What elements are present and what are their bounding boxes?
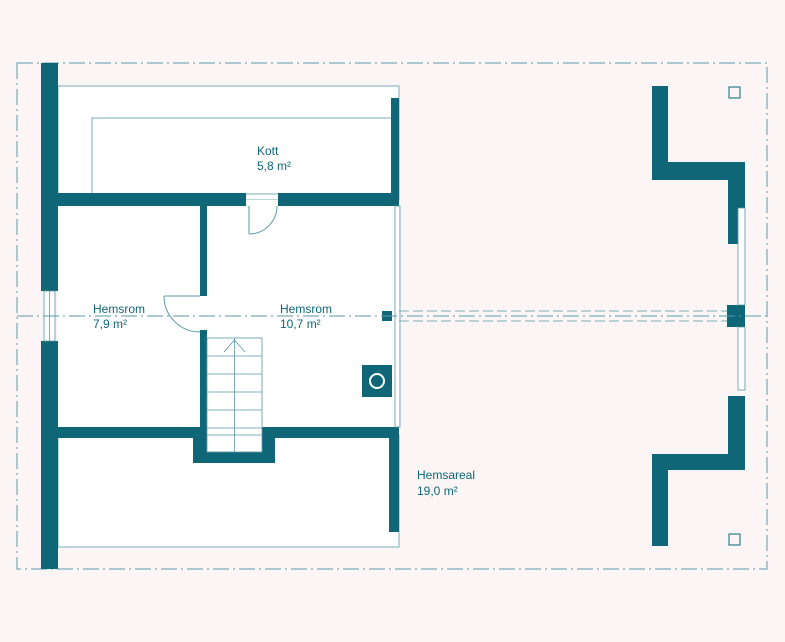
wall-bottom-right [262,427,399,438]
staircase [206,337,263,453]
wall-gable-lower [652,396,745,546]
wall-partition-upper [200,206,207,296]
door-kott-swing [248,205,278,235]
chimney-flue-icon [369,373,385,389]
wall-left-upper [41,63,58,291]
walls [41,63,745,569]
stair-direction-arrow [223,339,246,353]
wall-partition-lower [200,330,207,435]
wall-gable-center [727,305,745,327]
room-area-hemsrom-right: 10,7 m² [280,317,321,331]
room-name-hemsareal: Hemsareal [417,468,475,482]
door-hemsrom-swing [163,295,201,333]
floor-area [57,85,400,548]
wall-hemsareal-side [389,436,399,532]
room-area-hemsrom-left: 7,9 m² [93,317,127,331]
wall-kott-right [278,193,399,206]
hemsrom-floor [58,200,399,435]
wall-bottom-left [58,427,207,438]
window-gable-upper [737,207,746,306]
wall-stair-bottom [193,452,275,463]
room-area-kott: 5,8 m² [257,159,291,173]
wall-kott-side [391,98,399,206]
window-gable-lower [737,326,746,391]
wall-stair-right [262,427,275,463]
room-name-kott: Kott [257,144,279,158]
room-name-hemsrom-left: Hemsrom [93,302,145,316]
wall-left-lower [41,341,58,569]
wall-kott-left [58,193,246,206]
wall-gable-upper [652,86,745,244]
corner-marker [728,86,741,99]
chimney [362,365,392,397]
doors [163,205,278,333]
room-name-hemsrom-right: Hemsrom [280,302,332,316]
kott-floor [57,85,400,201]
room-area-hemsareal: 19,0 m² [417,484,458,498]
corner-marker [728,533,741,546]
